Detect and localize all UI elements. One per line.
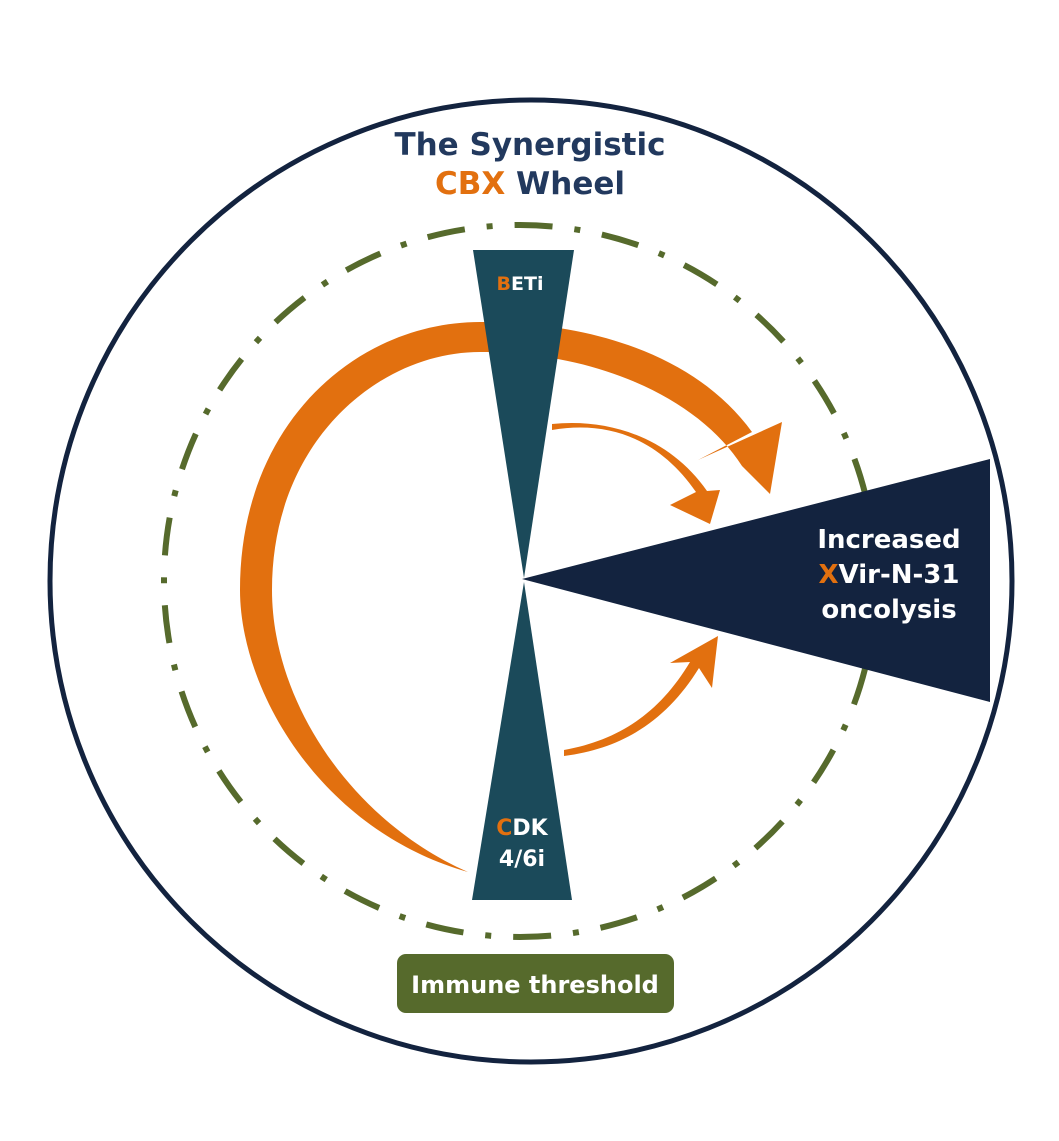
- cdk-wedge: [472, 582, 572, 900]
- beti-label: BETi: [497, 273, 544, 295]
- title-line1-text: The Synergistic: [394, 127, 665, 163]
- oncolysis-label-line1: Increased: [817, 525, 960, 555]
- title-wheel-text: Wheel: [505, 166, 625, 202]
- beti-rest: ETi: [511, 273, 543, 295]
- immune-threshold-label: Immune threshold: [411, 971, 659, 999]
- beti-wedge: [473, 250, 574, 578]
- diagram-title-line1: The Synergistic: [394, 127, 665, 163]
- xvir-rest: Vir-N-31: [839, 560, 960, 590]
- oncolysis-label-line2: XVir-N-31: [819, 560, 960, 590]
- beti-initial: B: [497, 273, 511, 295]
- cdk-rest: DK: [512, 816, 548, 841]
- immune-threshold-badge: [397, 954, 674, 1013]
- cdk-label-line2: 4/6i: [499, 847, 545, 872]
- oncolysis-label-line3: oncolysis: [821, 595, 956, 625]
- small-upper-arrow: [552, 422, 720, 524]
- oncolysis-line1-text: Increased: [817, 525, 960, 555]
- cdk-label: CDK: [496, 816, 548, 841]
- immune-threshold-text: Immune threshold: [411, 971, 659, 999]
- oncolysis-wedge: [522, 459, 990, 702]
- title-cbx-highlight: CBX: [435, 166, 505, 202]
- outer-wheel-ring: [47, 97, 1015, 1065]
- small-lower-arrow: [564, 636, 718, 756]
- cdk-initial: C: [496, 816, 512, 841]
- xvir-initial: X: [819, 560, 839, 590]
- diagram-title-line2: CBX Wheel: [435, 166, 625, 202]
- oncolysis-line3-text: oncolysis: [821, 595, 956, 625]
- cdk-line2-text: 4/6i: [499, 847, 545, 872]
